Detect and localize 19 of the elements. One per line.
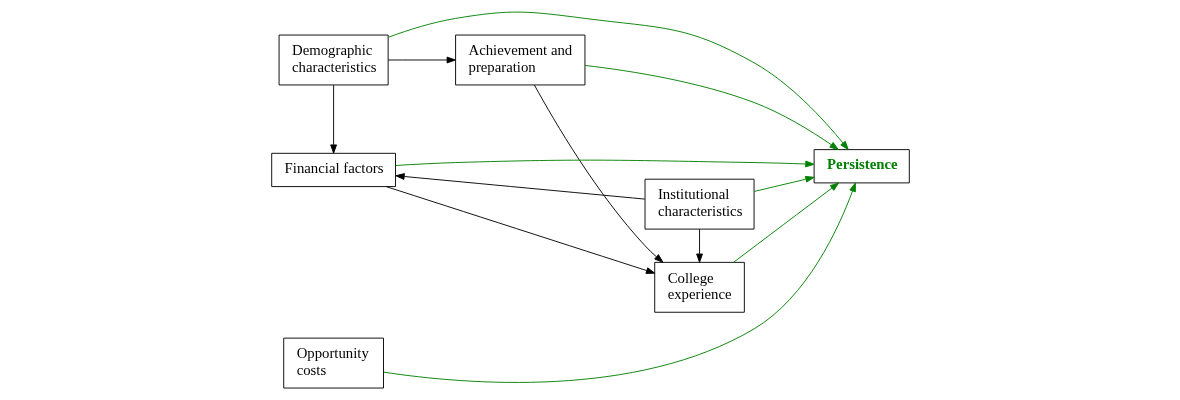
node-box: College experience [653,261,745,313]
node-box: Financial factors [270,152,396,188]
arrow [584,65,839,150]
arrow [695,228,703,263]
node-box: Institutional characteristics [644,178,754,230]
node-box: Demographic characteristics [278,34,389,86]
arrow [533,84,663,263]
arrow [385,186,655,274]
arrow [387,11,849,151]
node-box: Opportunity costs [282,337,384,389]
arrow [753,175,815,192]
arrow [387,56,456,64]
arrow [382,182,856,383]
arrow [394,173,645,200]
arrow [329,84,337,154]
node-box: Achievement and preparation [454,34,585,86]
node-box: Persistence [813,149,910,184]
arrow [732,182,839,263]
arrow [394,159,814,168]
